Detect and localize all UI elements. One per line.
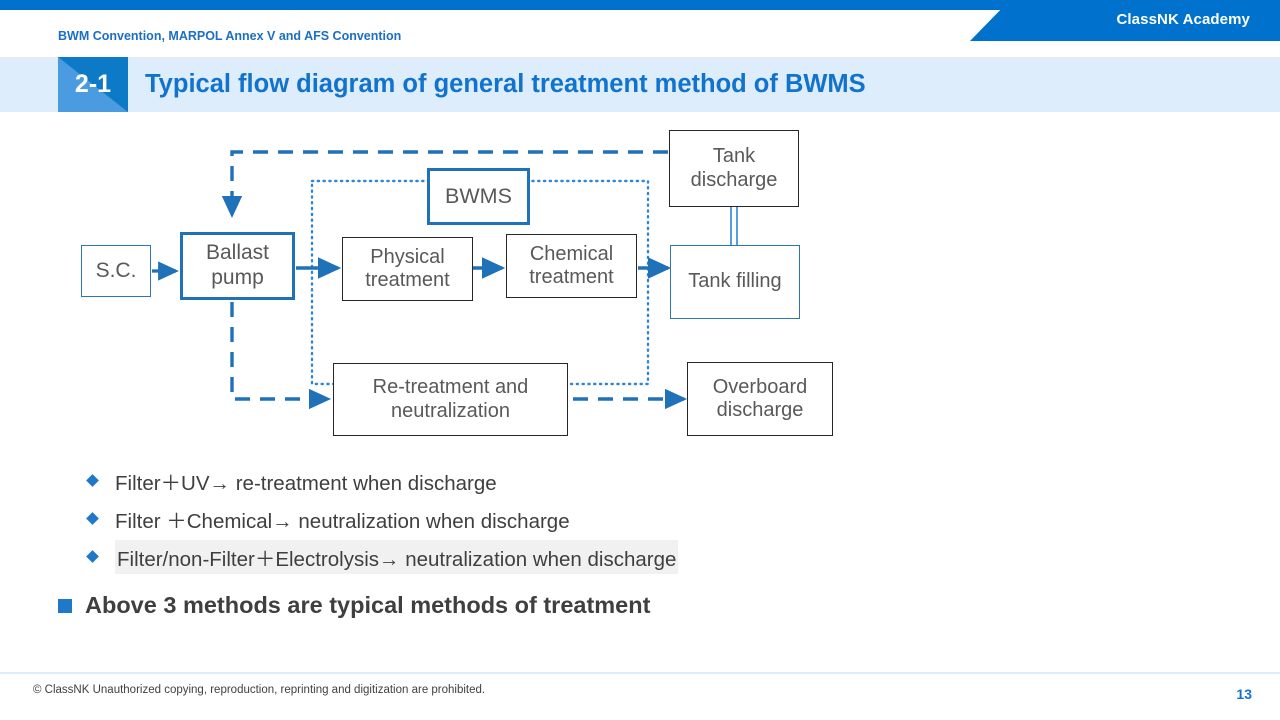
edge-tank-discharge-to-ballast-pump: [221, 150, 668, 219]
bullet-list: Filter＋UV→ re-treatment when discharge F…: [0, 462, 1280, 576]
node-ballast-pump[interactable]: Ballast pump: [180, 232, 295, 300]
node-re-treatment-label-line1: Re-treatment and: [372, 376, 529, 399]
node-bwms[interactable]: BWMS: [427, 168, 530, 225]
node-chemical-label-line1: Chemical: [529, 242, 614, 265]
node-re-treatment[interactable]: Re-treatment and neutralization: [333, 363, 568, 436]
summary-text: Above 3 methods are typical methods of t…: [85, 592, 651, 618]
diamond-bullet-icon: [86, 550, 99, 563]
section-number: 2-1: [74, 70, 112, 98]
edge-ballast-pump-to-re-treatment: [230, 302, 332, 410]
node-sc[interactable]: S.C.: [81, 245, 151, 297]
node-sc-label: S.C.: [95, 258, 137, 282]
node-tank-discharge-label-line2: discharge: [690, 168, 778, 191]
diamond-bullet-icon: [86, 474, 99, 487]
list-item: Filter/non-Filter＋Electrolysis→ neutrali…: [0, 538, 1280, 576]
list-item: Filter＋UV→ re-treatment when discharge: [0, 462, 1280, 500]
node-re-treatment-label-line2: neutralization: [391, 399, 510, 422]
footer-divider: [0, 672, 1280, 674]
node-overboard-discharge[interactable]: Overboard discharge: [687, 362, 833, 436]
section-number-badge: 2-1: [58, 57, 128, 112]
node-tank-discharge-label-line1: Tank: [712, 145, 756, 168]
page-number: 13: [1236, 686, 1252, 702]
node-tank-filling-label: Tank filling: [688, 270, 782, 293]
node-ballast-pump-label-line1: Ballast: [205, 241, 270, 265]
node-overboard-label-line2: discharge: [716, 399, 804, 421]
flow-diagram: S.C. Ballast pump BWMS Physical treatmen…: [0, 118, 1280, 458]
node-physical-label-line2: treatment: [365, 269, 450, 291]
node-ballast-pump-label-line2: pump: [211, 266, 264, 289]
page-title: Typical flow diagram of general treatmen…: [145, 70, 866, 98]
node-physical-label-line1: Physical: [370, 245, 445, 268]
node-physical-treatment[interactable]: Physical treatment: [342, 237, 473, 301]
title-band: [0, 57, 1280, 112]
edge-tank-discharge-to-tank-filling: [730, 207, 738, 246]
bullet-text: Filter＋UV→ re-treatment when discharge: [115, 472, 497, 495]
diamond-bullet-icon: [86, 512, 99, 525]
brand-name: ClassNK Academy: [1116, 11, 1250, 28]
node-tank-discharge[interactable]: Tank discharge: [669, 130, 799, 207]
bullet-text: Filter/non-Filter＋Electrolysis→ neutrali…: [115, 540, 679, 574]
node-chemical-label-line2: treatment: [529, 266, 614, 288]
square-bullet-icon: [58, 598, 72, 613]
summary-line: Above 3 methods are typical methods of t…: [58, 592, 650, 619]
bullet-text: Filter ＋Chemical→ neutralization when di…: [115, 510, 570, 533]
top-accent-bar: [0, 0, 1280, 10]
node-overboard-label-line1: Overboard: [712, 375, 808, 398]
brand-banner-shape: [970, 0, 1280, 41]
list-item: Filter ＋Chemical→ neutralization when di…: [0, 500, 1280, 538]
node-tank-filling[interactable]: Tank filling: [670, 245, 800, 319]
subject-line: BWM Convention, MARPOL Annex V and AFS C…: [58, 29, 402, 43]
node-chemical-treatment[interactable]: Chemical treatment: [506, 234, 637, 298]
node-bwms-label: BWMS: [445, 183, 512, 208]
copyright-notice: © ClassNK Unauthorized copying, reproduc…: [33, 684, 486, 696]
